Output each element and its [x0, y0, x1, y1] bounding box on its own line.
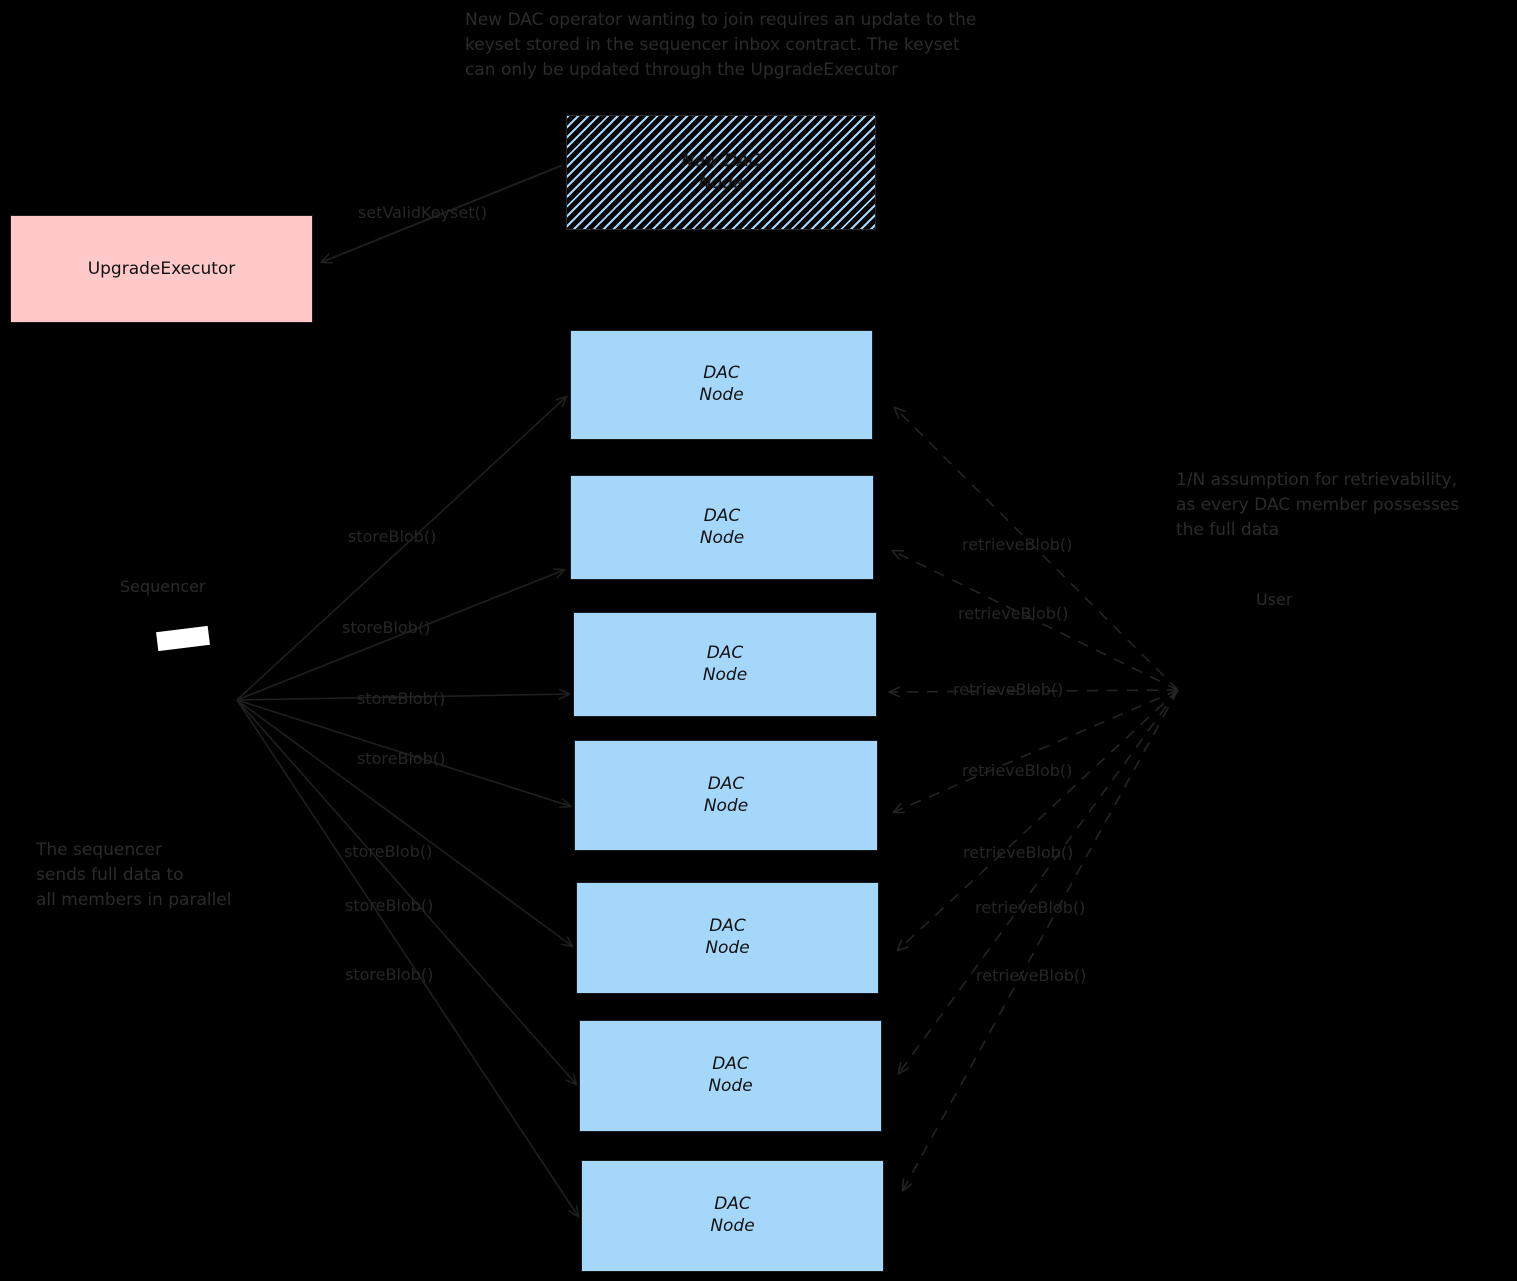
- edge-label-set-valid-keyset: setValidKeyset(): [358, 203, 487, 222]
- dac-node-3-line2: Node: [702, 664, 748, 685]
- edge-label-store-blob-3: storeBlob(): [357, 689, 446, 708]
- label-user: User: [1256, 590, 1293, 609]
- dac-node-1-line1: DAC: [703, 363, 740, 384]
- edge-label-store-blob-6: storeBlob(): [345, 896, 434, 915]
- node-dac-node-3[interactable]: DAC Node: [573, 612, 877, 717]
- edge-label-store-blob-2: storeBlob(): [342, 618, 431, 637]
- edge-retrieve-blob-6: [899, 689, 1179, 1073]
- dac-node-1-line2: Node: [699, 385, 744, 405]
- edge-label-retrieve-blob-2: retrieveBlob(): [958, 604, 1069, 623]
- node-dac-node-7[interactable]: DAC Node: [581, 1160, 884, 1272]
- edge-group-retrieve-blob: [890, 408, 1179, 1190]
- edge-label-store-blob-1: storeBlob(): [348, 527, 437, 546]
- edge-label-store-blob-7: storeBlob(): [345, 965, 434, 984]
- edge-label-retrieve-blob-1: retrieveBlob(): [962, 535, 1073, 554]
- new-dac-node-line2: Node: [698, 172, 744, 193]
- edge-label-retrieve-blob-7: retrieveBlob(): [976, 966, 1087, 985]
- new-dac-node-line1: New DAC: [681, 150, 761, 171]
- edge-label-retrieve-blob-6: retrieveBlob(): [975, 898, 1086, 917]
- note-left-bottom: The sequencer sends full data to all mem…: [36, 840, 232, 910]
- node-dac-node-2[interactable]: DAC Node: [570, 475, 874, 580]
- edge-label-retrieve-blob-3: retrieveBlob(): [953, 680, 1064, 699]
- edge-label-store-blob-5: storeBlob(): [344, 842, 433, 861]
- dac-node-2-line2: Node: [699, 527, 745, 548]
- node-dac-node-4[interactable]: DAC Node: [574, 740, 878, 851]
- dac-node-4-line2: Node: [703, 795, 749, 816]
- edge-group-store-blob: [236, 397, 578, 1216]
- note-top: New DAC operator wanting to join require…: [465, 10, 977, 80]
- dac-node-7-line2: Node: [710, 1216, 755, 1236]
- node-dac-node-5[interactable]: DAC Node: [576, 882, 879, 994]
- dac-node-4-line1: DAC: [707, 773, 745, 794]
- edge-store-blob-1: [236, 397, 566, 701]
- dac-node-5-line1: DAC: [709, 916, 746, 937]
- node-dac-node-6[interactable]: DAC Node: [579, 1020, 882, 1132]
- dac-node-5-line2: Node: [705, 938, 750, 958]
- edge-label-store-blob-4: storeBlob(): [357, 749, 446, 768]
- dac-node-7-line1: DAC: [714, 1194, 751, 1215]
- node-upgrade-executor[interactable]: UpgradeExecutor: [10, 215, 313, 323]
- note-right: 1/N assumption for retrievability, as ev…: [1176, 470, 1460, 540]
- dac-node-3-line1: DAC: [706, 642, 744, 663]
- node-new-dac-node[interactable]: New DAC Node: [566, 115, 876, 230]
- edge-label-retrieve-blob-4: retrieveBlob(): [962, 761, 1073, 780]
- dac-node-6-line1: DAC: [712, 1054, 749, 1075]
- dac-node-6-line2: Node: [708, 1076, 753, 1096]
- upgrade-executor-label: UpgradeExecutor: [87, 259, 236, 279]
- node-dac-node-1[interactable]: DAC Node: [570, 330, 873, 440]
- edge-label-retrieve-blob-5: retrieveBlob(): [963, 843, 1074, 862]
- edge-retrieve-blob-4: [894, 689, 1179, 812]
- edge-store-blob-7: [236, 699, 578, 1216]
- sequencer-icon[interactable]: [156, 625, 210, 652]
- dac-node-2-line1: DAC: [703, 505, 741, 526]
- label-sequencer: Sequencer: [120, 577, 206, 596]
